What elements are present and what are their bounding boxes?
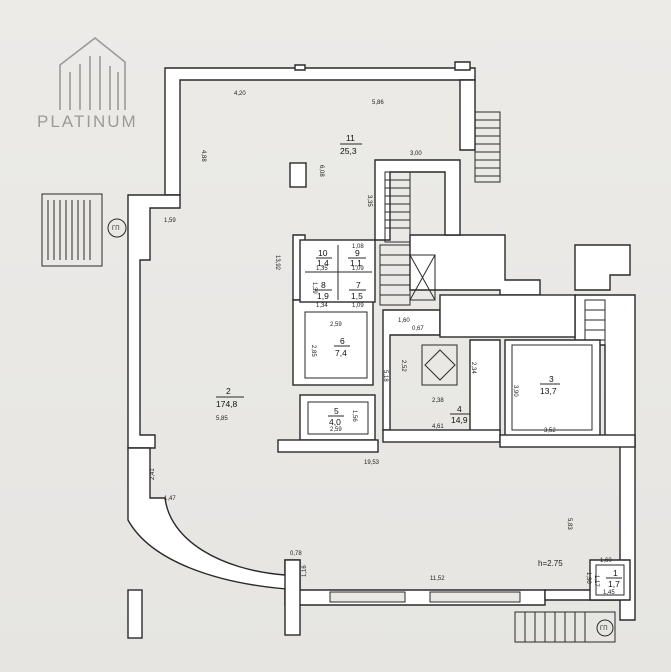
- svg-text:25,3: 25,3: [340, 146, 357, 156]
- stairs-top-right-icon: [474, 111, 501, 183]
- svg-text:14,9: 14,9: [451, 415, 468, 425]
- room-8: 8 1,9: [315, 280, 332, 301]
- svg-text:10: 10: [318, 248, 328, 258]
- dimension-label: 1,09: [352, 303, 364, 309]
- dimension-label: 4,88: [200, 150, 206, 162]
- dimension-label: 2,38: [432, 398, 444, 404]
- elevator-shaft-icon: [409, 254, 458, 386]
- dimension-label: 1,60: [398, 318, 410, 324]
- dimension-label: 1,47: [164, 496, 176, 502]
- room-9: 9 1,1: [348, 248, 366, 268]
- brand-logo-text: PLATINUM: [37, 112, 138, 131]
- dimension-label: 3,90: [512, 385, 518, 397]
- wall-top-right: [459, 79, 476, 151]
- room-7: 7 1,5: [349, 280, 366, 301]
- stairs-bottom-right-icon: ГП: [514, 611, 616, 643]
- dimension-label: 0,78: [290, 551, 302, 557]
- stairs-right-label: ГП: [600, 626, 608, 632]
- dimension-label: 11,52: [430, 576, 445, 582]
- dimension-label: 5,85: [216, 416, 228, 422]
- dimension-label: 3,52: [544, 428, 556, 434]
- dimension-label: 1,08: [352, 244, 364, 250]
- dimension-label: 2,59: [330, 427, 342, 433]
- svg-text:1,7: 1,7: [608, 579, 620, 589]
- dimension-label: 1,56: [351, 410, 357, 422]
- dimension-label: 2,41: [150, 468, 156, 480]
- dimension-label: 1,34: [316, 303, 328, 309]
- svg-text:13,7: 13,7: [540, 386, 557, 396]
- dimension-label: 5,86: [372, 100, 384, 106]
- svg-text:2: 2: [226, 386, 231, 396]
- dimension-label: 5,18: [382, 370, 388, 382]
- stairs-left-label: ГП: [112, 226, 120, 232]
- dimension-label: 4,61: [432, 424, 444, 430]
- svg-text:7: 7: [356, 280, 361, 290]
- dimension-label: 2,85: [310, 345, 316, 357]
- dimension-label: 1,16: [302, 565, 308, 577]
- dimension-label: 1,60: [600, 558, 612, 564]
- dimension-label: 2,59: [330, 322, 342, 328]
- room-5: 5 4,0: [328, 406, 344, 427]
- dimension-label: 1,39: [311, 282, 317, 294]
- dimension-label: 1,17: [593, 575, 599, 587]
- wall-left: [127, 194, 181, 449]
- dimension-label: 3,00: [410, 151, 422, 157]
- platinum-logo-icon: [59, 36, 126, 110]
- dimension-label: 1,59: [164, 218, 176, 224]
- room-1: 1 1,7: [606, 568, 622, 589]
- svg-text:174,8: 174,8: [216, 399, 238, 409]
- dimension-label: 2,52: [400, 360, 406, 372]
- room-2: 2 174,8: [216, 386, 244, 409]
- dimension-label: 5,83: [566, 518, 572, 530]
- svg-text:1,4: 1,4: [317, 258, 329, 268]
- dimension-label: 4,20: [234, 91, 246, 97]
- svg-text:11: 11: [346, 133, 355, 143]
- ceiling-height-label: h=2.75: [538, 559, 563, 568]
- svg-text:3: 3: [549, 374, 554, 384]
- svg-text:8: 8: [321, 280, 326, 290]
- room-4: 4 14,9: [450, 404, 470, 425]
- dimension-label: 0,67: [412, 326, 424, 332]
- room-3: 3 13,7: [540, 374, 560, 396]
- svg-text:1,9: 1,9: [317, 291, 329, 301]
- svg-text:5: 5: [334, 406, 339, 416]
- dimension-label: 1,30: [585, 572, 591, 584]
- svg-text:9: 9: [355, 248, 360, 258]
- dimension-label: 6,08: [318, 165, 324, 177]
- svg-text:4: 4: [457, 404, 462, 414]
- room-11: 11 25,3: [340, 133, 362, 156]
- dimension-label: 1,09: [352, 266, 364, 272]
- dimension-label: 1,45: [603, 590, 615, 596]
- stairs-left-icon: ГП: [41, 193, 127, 267]
- svg-text:1,5: 1,5: [351, 291, 363, 301]
- dimension-label: 2,34: [470, 362, 476, 374]
- dimension-label: 19,53: [364, 460, 380, 466]
- room-6: 6 7,4: [334, 336, 350, 358]
- svg-text:4,0: 4,0: [329, 417, 341, 427]
- dimension-labels: 4,20 5,86 4,88 6,08 3,00 3,35 1,59 13,92…: [150, 91, 615, 596]
- dimension-label: 1,35: [316, 266, 328, 272]
- room-10: 10 1,4: [316, 248, 332, 268]
- svg-text:7,4: 7,4: [335, 348, 347, 358]
- svg-text:1,1: 1,1: [350, 258, 362, 268]
- svg-text:6: 6: [340, 336, 345, 346]
- dimension-label: 3,35: [366, 195, 372, 207]
- svg-text:1: 1: [613, 568, 618, 578]
- dimension-label: 13,92: [274, 255, 280, 271]
